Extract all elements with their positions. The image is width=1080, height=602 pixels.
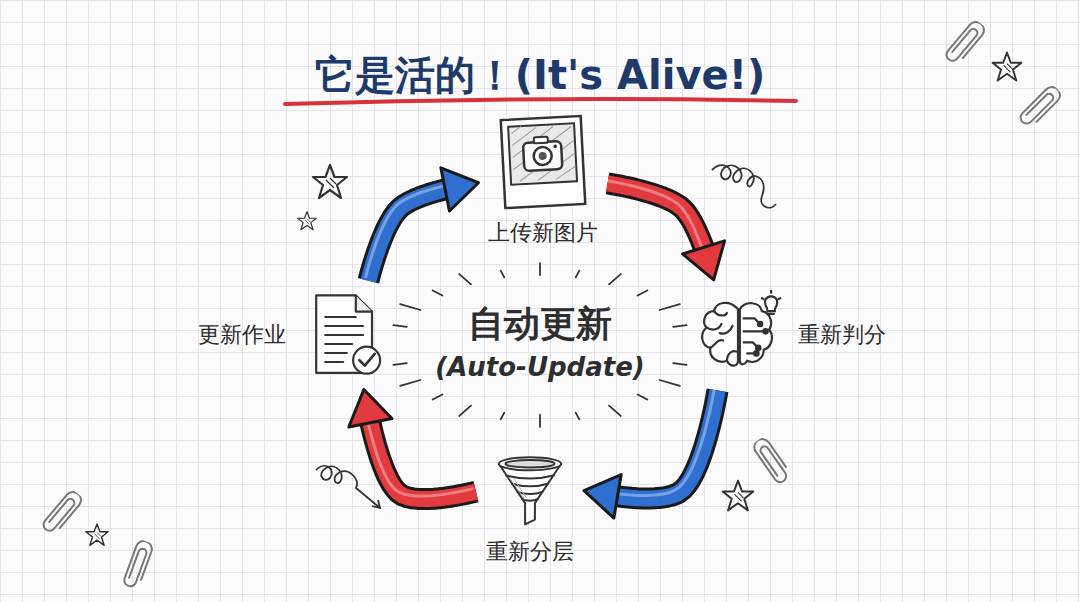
paperclip (1018, 84, 1063, 129)
step-icon (692, 289, 784, 381)
arrow-shine (604, 180, 701, 248)
arrow-head (349, 389, 392, 427)
burst-line (660, 304, 680, 310)
burst-lines (393, 263, 686, 427)
arrow-outline (370, 419, 476, 499)
burst-line (459, 406, 471, 416)
step-icon (489, 449, 571, 531)
burst-line (400, 380, 420, 386)
star-doodle (86, 524, 108, 545)
cycle-arrow (604, 180, 724, 280)
arrow-head (584, 475, 621, 518)
center-label: 自动更新 (468, 300, 612, 349)
burst-line (393, 363, 406, 365)
spiral-doodle (316, 466, 380, 508)
arrow-shaft (370, 419, 476, 499)
burst-line (638, 291, 648, 296)
icon-step: 上传新图片 (488, 112, 598, 248)
arrow-shine (611, 387, 715, 495)
burst-line (673, 363, 686, 365)
step-label: 重新判分 (798, 320, 886, 350)
burst-line (459, 274, 471, 284)
center-label: (Auto-Update) (435, 352, 644, 382)
star-doodle (298, 212, 317, 230)
burst-line (576, 413, 580, 420)
burst-line (501, 271, 505, 278)
cycle-arrow (584, 387, 718, 518)
burst-line (501, 413, 505, 420)
step-label: 重新分层 (486, 537, 574, 567)
step-label: 更新作业 (198, 320, 286, 350)
title: 它是活的！(It's Alive!) (0, 48, 1080, 103)
cycle-arrow (365, 168, 478, 281)
arrow-head (441, 168, 479, 211)
paperclip (41, 489, 84, 536)
icon-step: 重新分层 (486, 449, 574, 567)
burst-line (433, 394, 443, 399)
star-doodle (723, 481, 754, 511)
star-doodle (993, 53, 1022, 81)
burst-line (576, 271, 580, 278)
burst-line (393, 325, 406, 327)
burst-line (638, 394, 648, 399)
step-icon (300, 290, 390, 380)
title-underline (285, 99, 796, 104)
burst-line (609, 274, 621, 284)
step-label: 上传新图片 (488, 218, 598, 248)
paperclip (123, 539, 154, 590)
burst-line (539, 263, 541, 275)
burst-line (660, 380, 680, 386)
burst-line (673, 325, 686, 327)
burst-line (433, 291, 443, 296)
burst-line (400, 304, 420, 310)
burst-line (539, 415, 541, 427)
cycle-arrow (349, 389, 476, 499)
arrow-head (683, 241, 725, 280)
paperclip (751, 436, 792, 484)
icon-step: 更新作业 (198, 290, 390, 380)
step-icon (493, 112, 593, 212)
arrow-shine (367, 416, 473, 496)
icon-step: 重新判分 (692, 289, 886, 381)
star-doodle (313, 165, 347, 198)
arrow-shine (365, 185, 446, 277)
burst-line (609, 406, 621, 416)
paperclip (944, 19, 987, 66)
spiral-doodle (712, 165, 776, 207)
